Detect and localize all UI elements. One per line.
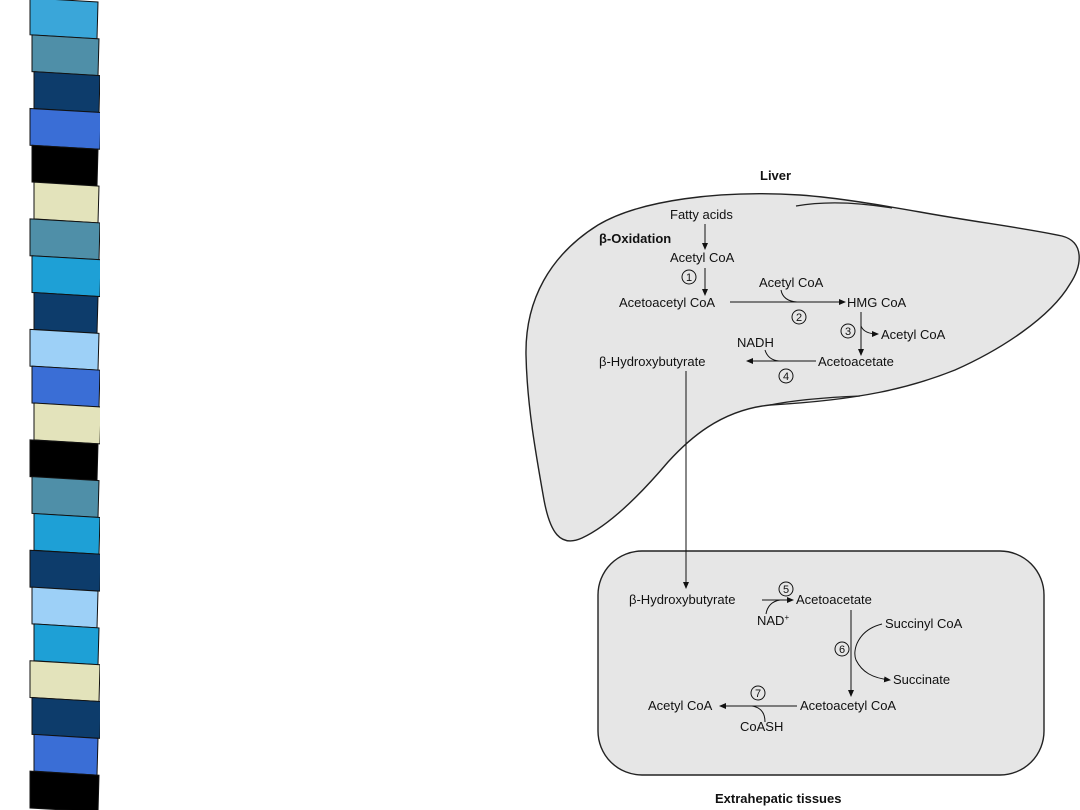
step-7-marker: 7 bbox=[750, 685, 766, 701]
acetyl-coa-label-1: Acetyl CoA bbox=[670, 250, 735, 265]
extrahepatic-box bbox=[597, 550, 1045, 776]
svg-text:7: 7 bbox=[755, 688, 761, 700]
step-6-marker: 6 bbox=[834, 641, 850, 657]
acetoacetyl-coa-label: Acetoacetyl CoA bbox=[619, 295, 715, 310]
beta-hydroxybutyrate-label-liver: β-Hydroxybutyrate bbox=[599, 354, 705, 369]
liver-fissure-bottom bbox=[769, 395, 861, 406]
liver-title: Liver bbox=[760, 168, 791, 183]
acetyl-coa-label-tissue: Acetyl CoA bbox=[648, 698, 713, 713]
stripe-band bbox=[29, 770, 100, 810]
step-4-marker: 4 bbox=[778, 368, 794, 384]
coash-input-curve bbox=[751, 705, 766, 723]
step-1-marker: 1 bbox=[681, 269, 697, 285]
svg-text:2: 2 bbox=[796, 312, 802, 324]
svg-text:5: 5 bbox=[783, 584, 789, 596]
succinyl-coa-to-succinate-curve bbox=[854, 623, 891, 683]
fatty-acids-label: Fatty acids bbox=[670, 207, 733, 222]
succinyl-coa-label: Succinyl CoA bbox=[885, 616, 963, 631]
step-5-marker: 5 bbox=[778, 581, 794, 597]
nadh-input-curve bbox=[764, 349, 780, 362]
acetoacetyl-coa-label-tissue: Acetoacetyl CoA bbox=[800, 698, 896, 713]
svg-text:6: 6 bbox=[839, 644, 845, 656]
nad-label: NAD+ bbox=[757, 613, 789, 628]
extrahepatic-title: Extrahepatic tissues bbox=[715, 791, 841, 806]
acetoacetate-label-tissue: Acetoacetate bbox=[796, 592, 872, 607]
svg-text:1: 1 bbox=[686, 272, 692, 284]
svg-text:3: 3 bbox=[845, 326, 851, 338]
succinate-label: Succinate bbox=[893, 672, 950, 687]
nad-input-curve bbox=[765, 599, 781, 615]
acetyl-coa-label-2: Acetyl CoA bbox=[759, 275, 824, 290]
nadh-label: NADH bbox=[737, 335, 774, 350]
svg-text:4: 4 bbox=[783, 371, 789, 383]
liver-fissure-top bbox=[795, 202, 893, 209]
decorative-stripe-bar bbox=[29, 0, 130, 810]
beta-oxidation-label: β-Oxidation bbox=[599, 231, 671, 246]
step-2-marker: 2 bbox=[791, 309, 807, 325]
acetyl-coa-input-curve bbox=[780, 289, 798, 303]
arrow-acetyl-coa-release bbox=[860, 325, 879, 337]
coash-label: CoASH bbox=[740, 719, 783, 734]
beta-hydroxybutyrate-label-tissue: β-Hydroxybutyrate bbox=[629, 592, 735, 607]
acetyl-coa-label-3: Acetyl CoA bbox=[881, 327, 946, 342]
liver-shape bbox=[525, 193, 1080, 542]
hmg-coa-label: HMG CoA bbox=[847, 295, 907, 310]
step-3-marker: 3 bbox=[840, 323, 856, 339]
acetoacetate-label-liver: Acetoacetate bbox=[818, 354, 894, 369]
